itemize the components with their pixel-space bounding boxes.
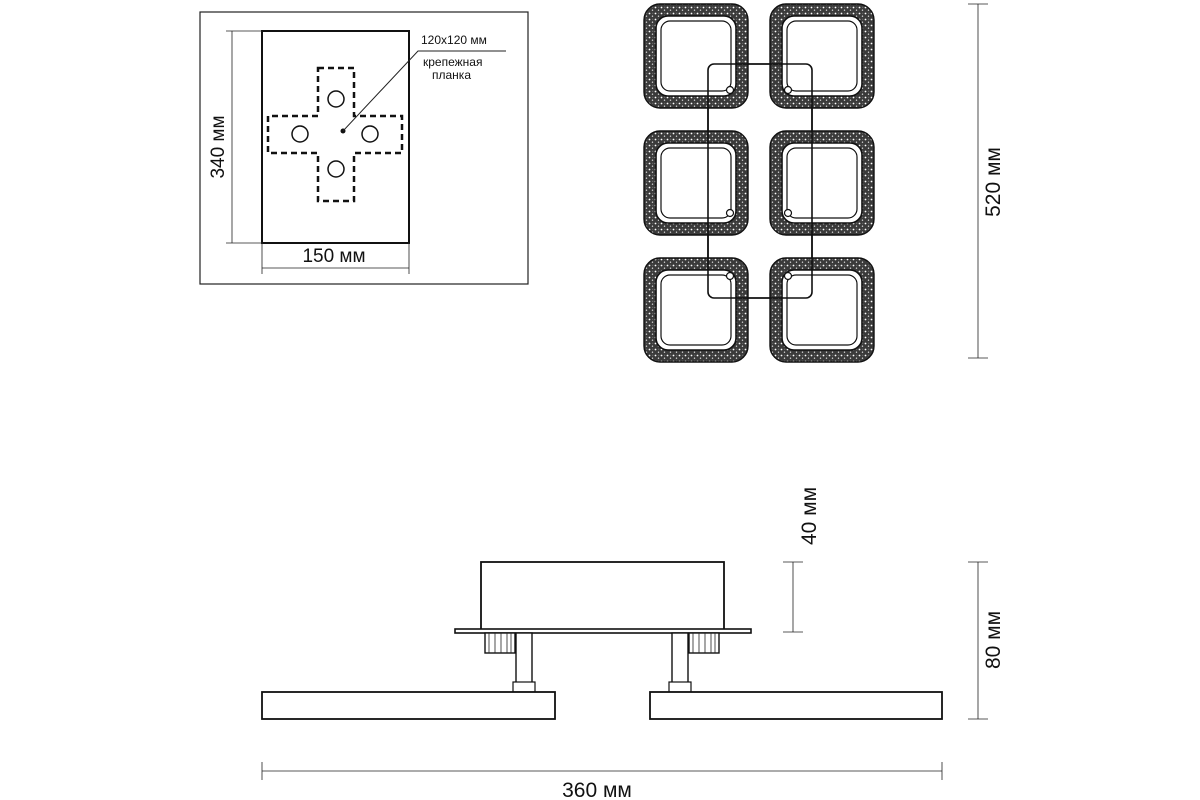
left-stem-collar [512, 681, 536, 693]
plate-name-line2: планка [432, 68, 471, 82]
ceiling-base-box [480, 561, 725, 631]
right-shade-bar [649, 691, 943, 720]
mount-hole-right [361, 125, 379, 143]
shade-screw [725, 271, 735, 281]
shade-screw [725, 85, 735, 95]
shade-inner-square [786, 20, 858, 92]
shade-screw [783, 85, 793, 95]
mount-hole-left [291, 125, 309, 143]
left-shade-bar [261, 691, 556, 720]
right-nut [688, 632, 720, 654]
side-view: 40 мм 80 мм 360 мм [261, 487, 1005, 800]
shade-screw [783, 271, 793, 281]
frame-line-overlay [707, 63, 813, 299]
shade-square [769, 130, 875, 236]
shade-inner-square [660, 147, 732, 219]
mount-height-label: 340 мм [208, 115, 229, 178]
mount-hole-bottom [327, 160, 345, 178]
left-nut [484, 632, 516, 654]
shade-square [769, 257, 875, 363]
shade-screw [783, 208, 793, 218]
mount-plate-view: 120x120 мм крепежная планка 340 мм 150 м… [199, 11, 529, 285]
shade-square [643, 3, 749, 109]
shade-inner-square [660, 20, 732, 92]
shade-inner-square [786, 147, 858, 219]
left-stem-assembly [484, 632, 536, 693]
plate-name-line1: крепежная [423, 55, 482, 69]
total-height-label: 80 мм [982, 611, 1005, 669]
total-width-label: 360 мм [562, 779, 632, 800]
ceiling-flange [454, 628, 752, 634]
plate-size-label: 120x120 мм [421, 33, 487, 47]
shade-screw [725, 208, 735, 218]
base-height-label: 40 мм [798, 487, 821, 545]
mount-base-outline [261, 30, 410, 244]
top-height-label: 520 мм [982, 147, 1005, 217]
plate-leader-line [342, 50, 506, 132]
mount-hole-top [327, 90, 345, 108]
shade-square [643, 130, 749, 236]
shade-square [643, 257, 749, 363]
right-stem-assembly [668, 632, 720, 693]
mounting-plate-cross [266, 66, 404, 203]
shade-inner-square [786, 274, 858, 346]
shade-inner-square [660, 274, 732, 346]
right-stem-collar [668, 681, 692, 693]
top-view: 520 мм [643, 3, 1005, 363]
mount-width-label: 150 мм [302, 246, 365, 267]
shade-square [769, 3, 875, 109]
